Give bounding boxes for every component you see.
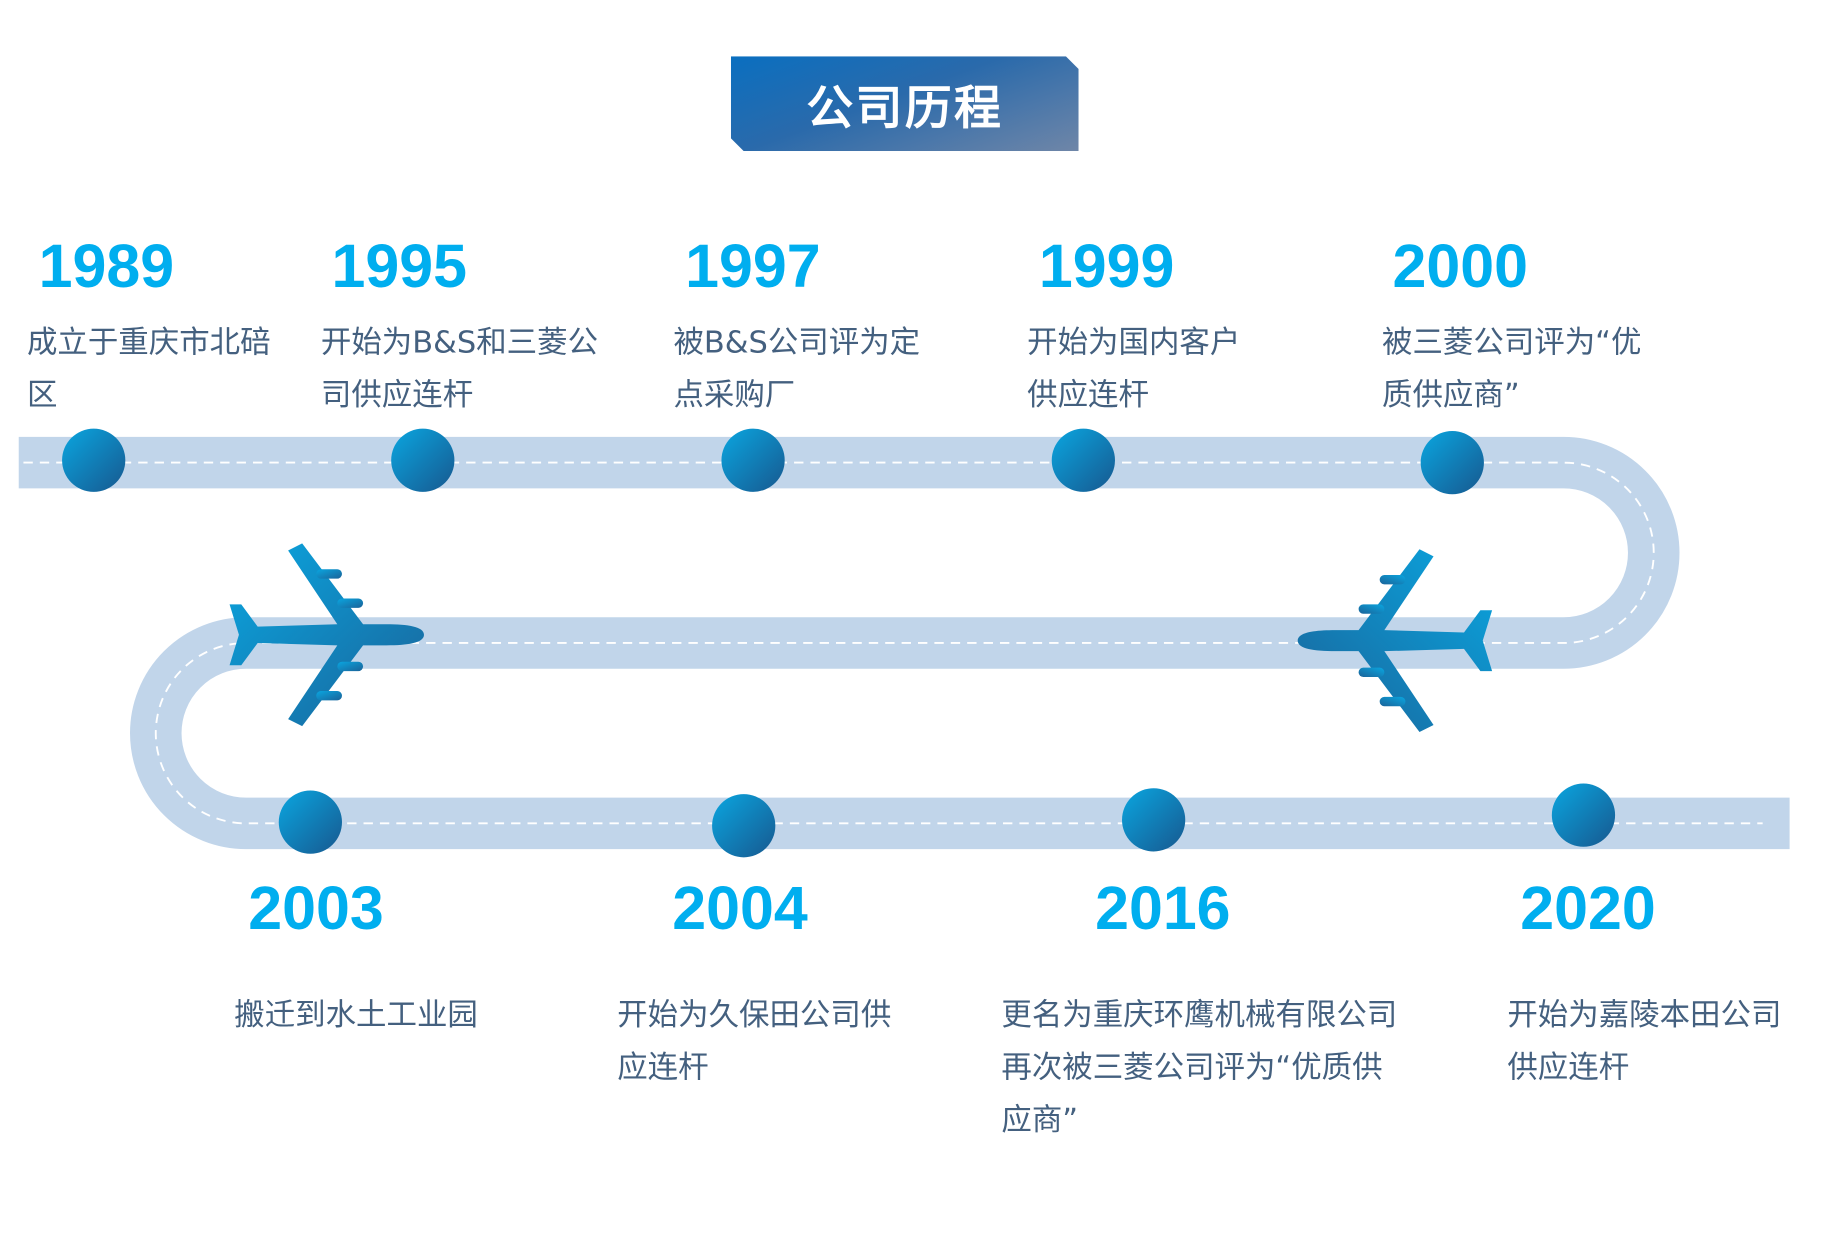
- event-description: 开始为B&S和三菱公司供应连杆: [321, 317, 598, 422]
- description-line: 成立于重庆市北碚: [26, 325, 271, 361]
- description-line: 应商”: [1001, 1103, 1079, 1139]
- event-year: 2003: [248, 874, 384, 943]
- event-description: 被三菱公司评为“优质供应商”: [1382, 317, 1641, 422]
- description-line: 应连杆: [617, 1050, 709, 1086]
- timeline-dot: [1420, 431, 1484, 495]
- page-title: 公司历程: [730, 56, 1079, 152]
- timeline-dot: [391, 428, 455, 492]
- event-year: 1995: [331, 233, 467, 301]
- event-year: 1997: [685, 233, 821, 301]
- event-description: 被B&S公司评为定点采购厂: [673, 317, 920, 422]
- event-year: 2020: [1520, 874, 1656, 943]
- description-line: 被三菱公司评为“优: [1382, 325, 1642, 361]
- airplane-icon: [1297, 549, 1493, 732]
- description-line: 搬迁到水土工业园: [234, 997, 478, 1033]
- description-line: 被B&S公司评为定: [673, 325, 921, 361]
- road-centerline: [23, 461, 1763, 825]
- timeline-dot: [62, 428, 126, 492]
- event-year: 1989: [38, 233, 175, 301]
- airplane-icon: [229, 543, 424, 727]
- description-line: 供应连杆: [1507, 1050, 1630, 1086]
- description-line: 区: [26, 378, 58, 414]
- description-line: 开始为久保田公司供: [617, 997, 892, 1033]
- description-line: 开始为B&S和三菱公: [320, 325, 599, 361]
- timeline-dot: [1122, 788, 1186, 852]
- event-year: 2004: [672, 874, 808, 943]
- description-line: 质供应商”: [1382, 378, 1520, 414]
- description-line: 再次被三菱公司评为“优质供: [1001, 1050, 1383, 1086]
- description-line: 司供应连杆: [320, 378, 474, 414]
- event-description: 开始为久保田公司供应连杆: [617, 990, 891, 1095]
- event-year: 1999: [1038, 233, 1175, 301]
- timeline-dot: [721, 428, 785, 492]
- description-line: 开始为嘉陵本田公司: [1507, 997, 1782, 1033]
- event-description: 成立于重庆市北碚区: [27, 317, 271, 422]
- event-description: 开始为嘉陵本田公司供应连杆: [1507, 990, 1781, 1095]
- timeline-dot: [278, 790, 342, 854]
- timeline-dot: [1551, 783, 1616, 847]
- event-year: 2000: [1392, 233, 1529, 301]
- description-line: 供应连杆: [1027, 378, 1149, 414]
- description-line: 更名为重庆环鹰机械有限公司: [1001, 997, 1398, 1033]
- timeline-dot: [712, 794, 776, 858]
- description-line: 开始为国内客户: [1027, 325, 1241, 361]
- event-description: 开始为国内客户供应连杆: [1027, 317, 1240, 422]
- description-line: 点采购厂: [673, 378, 796, 414]
- timeline-dot: [1051, 428, 1115, 492]
- event-year: 2016: [1095, 874, 1231, 943]
- event-description: 搬迁到水土工业园: [234, 990, 478, 1043]
- event-description: 更名为重庆环鹰机械有限公司再次被三菱公司评为“优质供应商”: [1001, 990, 1397, 1148]
